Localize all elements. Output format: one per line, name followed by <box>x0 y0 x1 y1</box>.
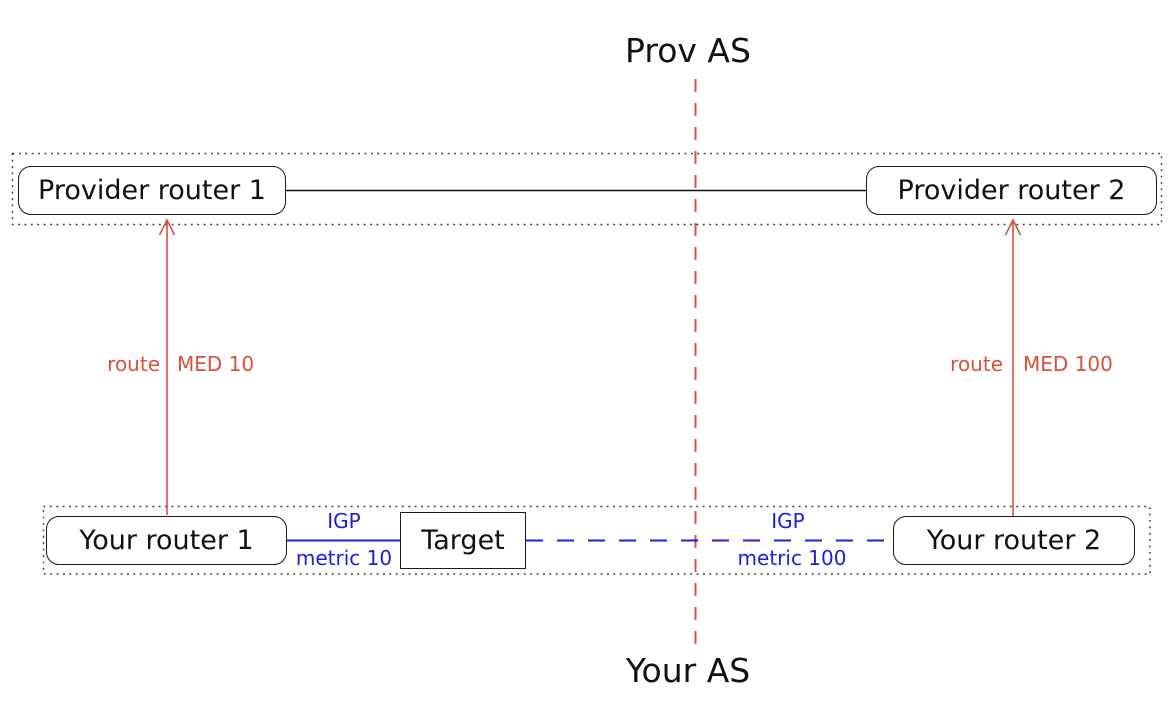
igp-metric-right: metric 100 <box>737 546 847 570</box>
igp-label-left: IGP <box>327 509 361 533</box>
med-value-right: MED 100 <box>1023 352 1113 376</box>
node-your-router-1: Your router 1 <box>46 516 287 565</box>
node-target-label: Target <box>421 525 505 556</box>
route-arrow-right <box>1004 218 1022 516</box>
med-value-left: MED 10 <box>177 352 255 376</box>
provider-as-label: Prov AS <box>625 31 751 70</box>
route-label-right: route <box>950 352 1003 376</box>
route-arrow-left <box>158 218 176 515</box>
node-provider-router-2: Provider router 2 <box>866 166 1157 215</box>
node-provider-router-1: Provider router 1 <box>18 166 286 215</box>
your-as-boundary-box <box>42 505 1151 575</box>
node-your-router-2-label: Your router 2 <box>926 525 1102 556</box>
node-your-router-1-label: Your router 1 <box>79 525 254 556</box>
node-provider-router-2-label: Provider router 2 <box>897 175 1126 206</box>
node-target: Target <box>400 512 526 569</box>
node-provider-router-1-label: Provider router 1 <box>38 175 266 206</box>
node-your-router-2: Your router 2 <box>893 516 1135 565</box>
igp-label-right: IGP <box>771 509 805 533</box>
igp-metric-left: metric 10 <box>295 546 393 570</box>
your-as-label: Your AS <box>625 651 751 690</box>
provider-as-boundary-box <box>11 152 1163 226</box>
route-label-left: route <box>107 352 160 376</box>
